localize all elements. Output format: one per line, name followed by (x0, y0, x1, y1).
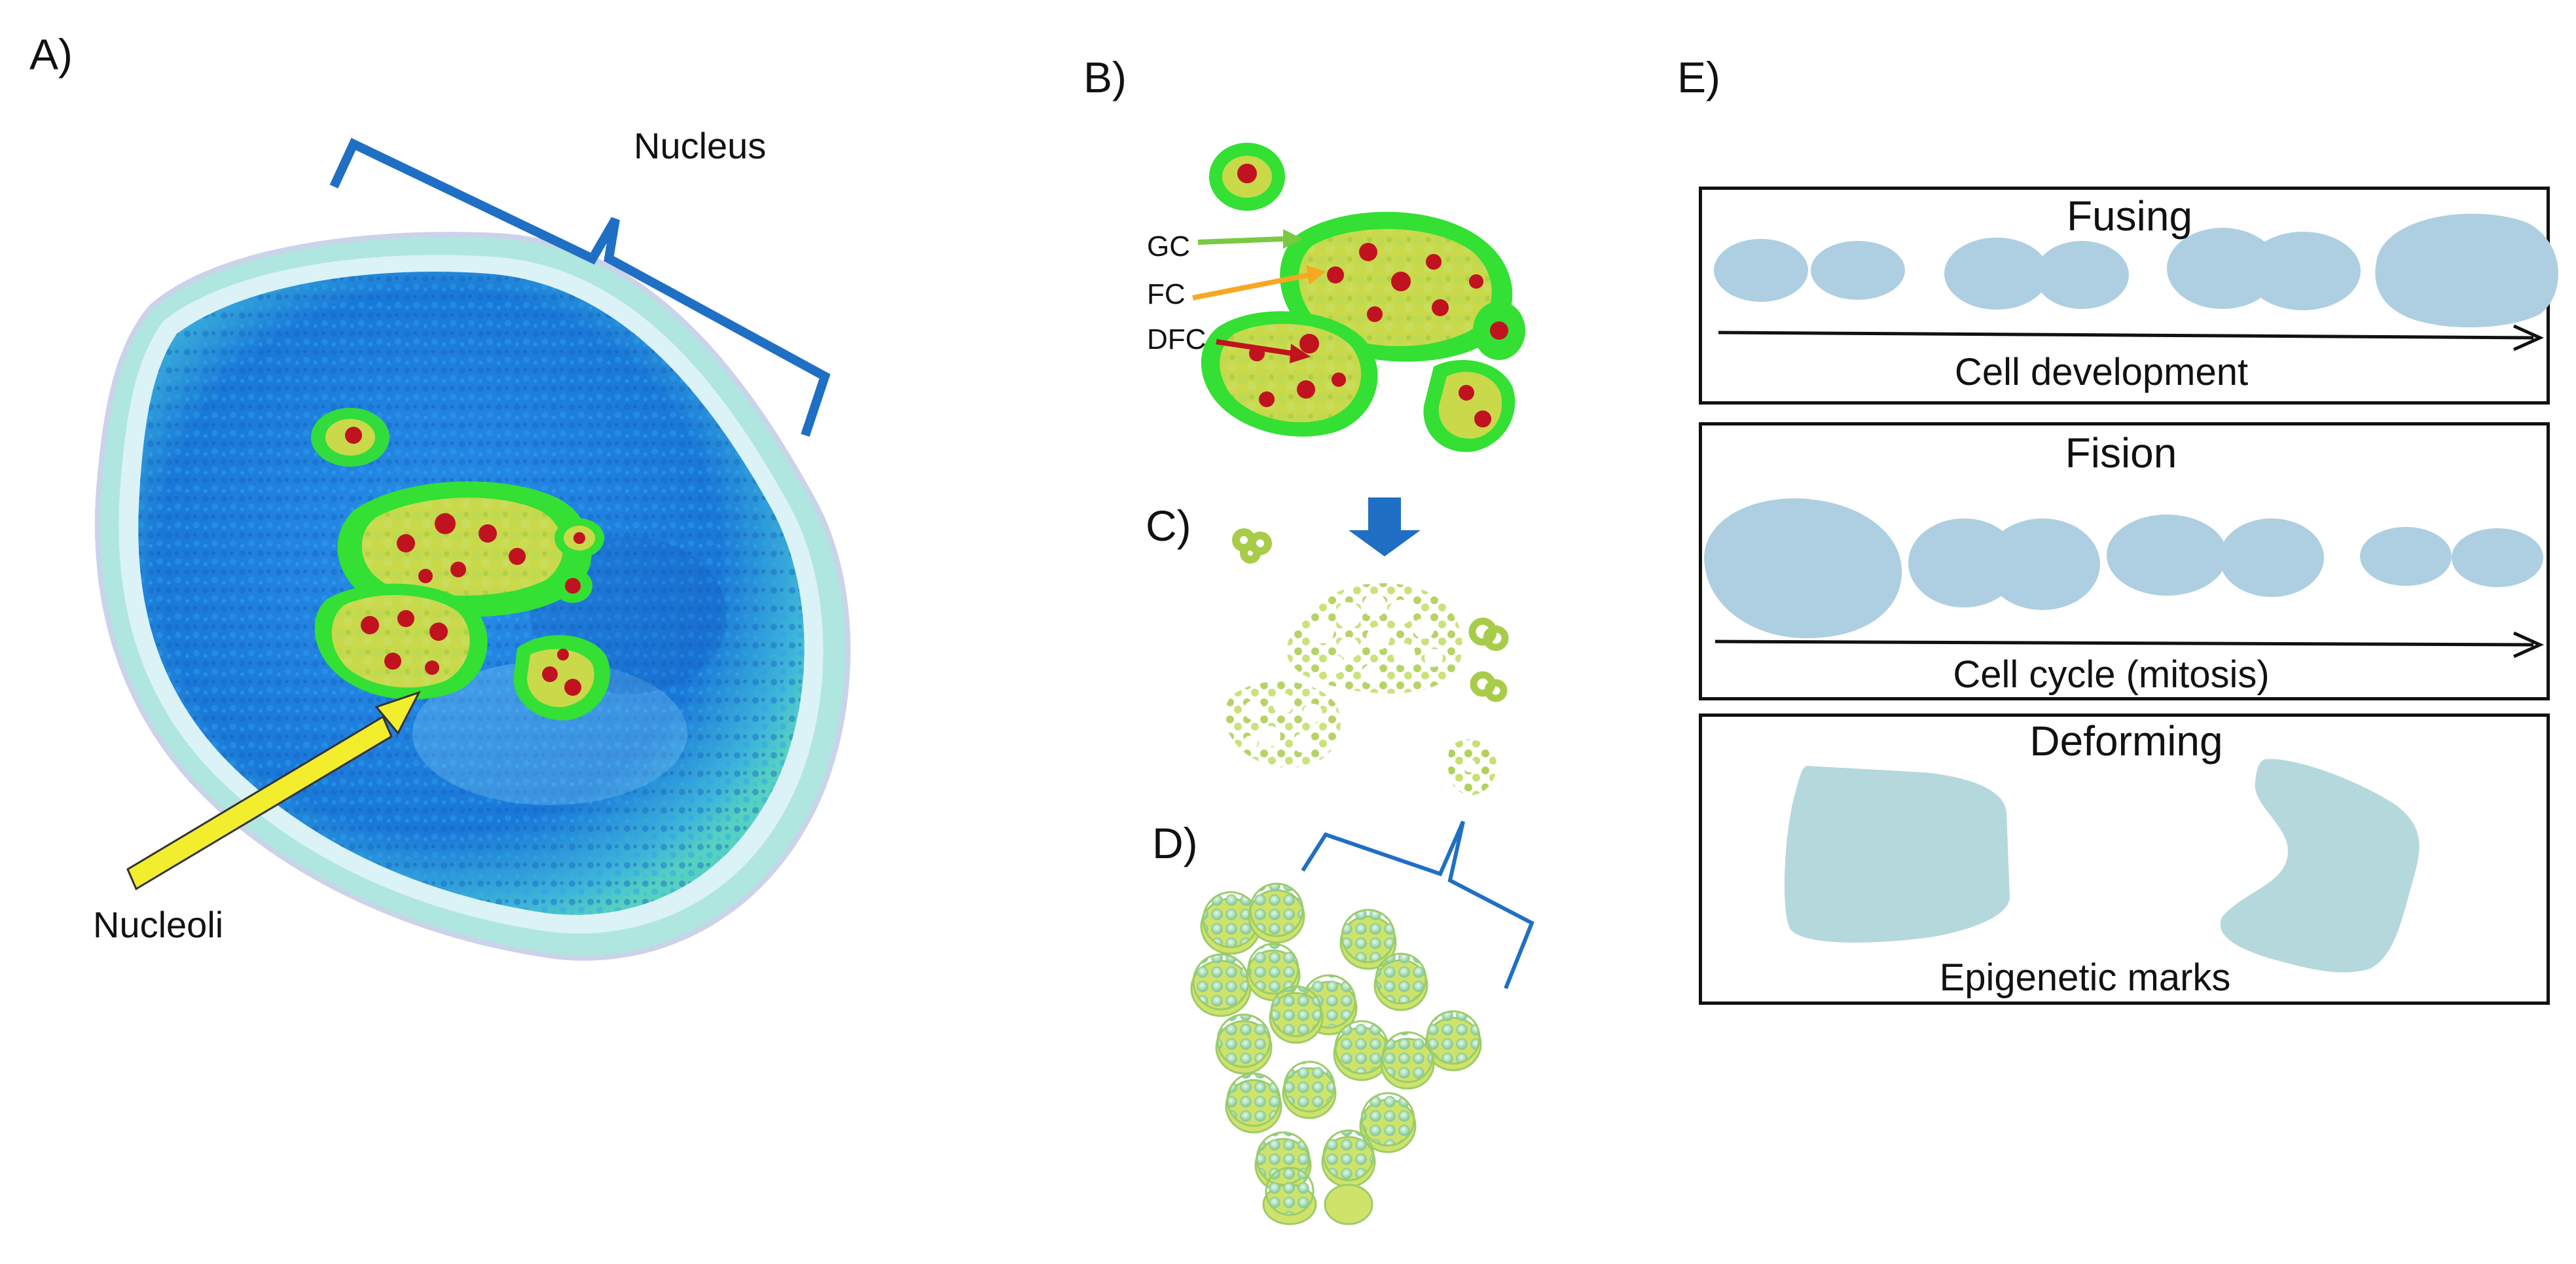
deforming-title: Deforming (2029, 717, 2223, 765)
panel-a-label: A) (29, 30, 73, 79)
panel-d-bracket (1301, 820, 1534, 990)
fision-caption: Cell cycle (mitosis) (1953, 653, 2270, 696)
fision-title: Fision (2065, 429, 2177, 477)
nucleoli-label: Nucleoli (93, 904, 224, 945)
nucleoli-clusters (311, 408, 610, 721)
nucleus-label: Nucleus (634, 125, 767, 166)
fc-pointer (1192, 272, 1310, 300)
deforming-caption: Epigenetic marks (1939, 956, 2231, 999)
fusing-title: Fusing (2066, 192, 2193, 240)
panel-d-label: D) (1152, 819, 1198, 867)
panel-e-label: E) (1677, 53, 1720, 101)
fc-label: FC (1147, 278, 1186, 310)
nucleus-bracket (329, 137, 831, 437)
panel-b-label: B) (1083, 53, 1127, 101)
panel-a-nucleus (94, 137, 851, 961)
fusing-caption: Cell development (1954, 351, 2249, 393)
panel-b-nucleolus (1192, 143, 1525, 452)
nucleoli-arrow (126, 691, 422, 891)
transition-arrow (1349, 497, 1421, 556)
dfc-pointer (1216, 339, 1294, 356)
gc-label: GC (1147, 230, 1190, 262)
panel-c-structure (1224, 497, 1509, 795)
panel-d-structure (1190, 820, 1534, 1225)
panel-c-label: C) (1146, 501, 1191, 550)
gc-pointer (1197, 236, 1284, 245)
dfc-label: DFC (1147, 323, 1206, 355)
